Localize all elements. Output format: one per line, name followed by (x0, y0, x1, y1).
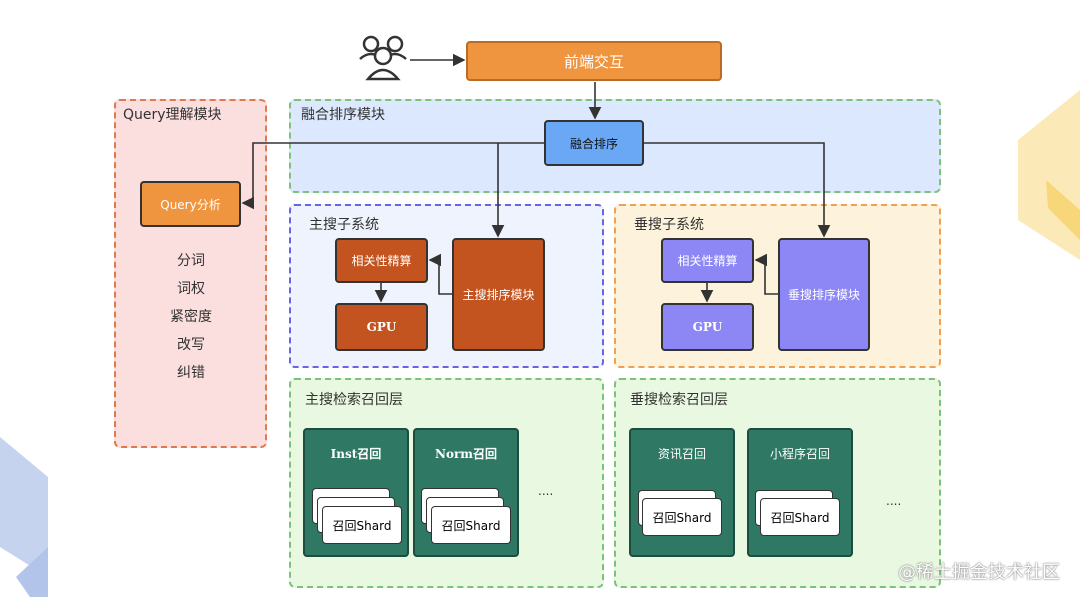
vertical-gpu-node: GPU (661, 303, 754, 351)
query-item: 分词 (177, 253, 205, 269)
shard-card: 召回Shard (760, 498, 840, 536)
query-panel (114, 99, 267, 448)
shard-card: 召回Shard (322, 506, 402, 544)
fusion-rank-node: 融合排序 (544, 120, 644, 166)
main-rank-node: 主搜排序模块 (452, 238, 545, 351)
recall-group-label: 资讯召回 (657, 447, 706, 461)
query-panel-title: Query理解模块 (123, 107, 222, 123)
shard-card: 召回Shard (642, 498, 722, 536)
decor-left-shapes (0, 437, 48, 597)
recall-group-label: 小程序召回 (769, 447, 830, 461)
vertical-recall-ellipsis: .... (886, 494, 902, 508)
query-item: 紧密度 (170, 309, 212, 325)
query-analysis-node: Query分析 (140, 181, 241, 227)
recall-group-label: Inst召回 (330, 447, 382, 461)
vertical-search-title: 垂搜子系统 (634, 217, 704, 233)
recall-group-label: Norm召回 (435, 447, 497, 461)
vertical-recall-title: 垂搜检索召回层 (630, 392, 728, 408)
main-gpu-node: GPU (335, 303, 428, 351)
shard-card: 召回Shard (431, 506, 511, 544)
users-icon (359, 35, 407, 81)
watermark: @稀土掘金技术社区 (898, 562, 1060, 583)
frontend-node: 前端交互 (466, 41, 722, 81)
decor-right-shapes (1018, 90, 1080, 260)
query-item: 词权 (177, 281, 205, 297)
query-item: 纠错 (177, 365, 205, 381)
fusion-panel-title: 融合排序模块 (301, 107, 385, 123)
vertical-relevance-node: 相关性精算 (661, 238, 754, 283)
main-relevance-node: 相关性精算 (335, 238, 428, 283)
vertical-rank-node: 垂搜排序模块 (778, 238, 870, 351)
main-search-title: 主搜子系统 (309, 217, 379, 233)
main-recall-ellipsis: .... (538, 484, 554, 498)
main-recall-title: 主搜检索召回层 (305, 392, 403, 408)
query-item: 改写 (177, 337, 205, 353)
